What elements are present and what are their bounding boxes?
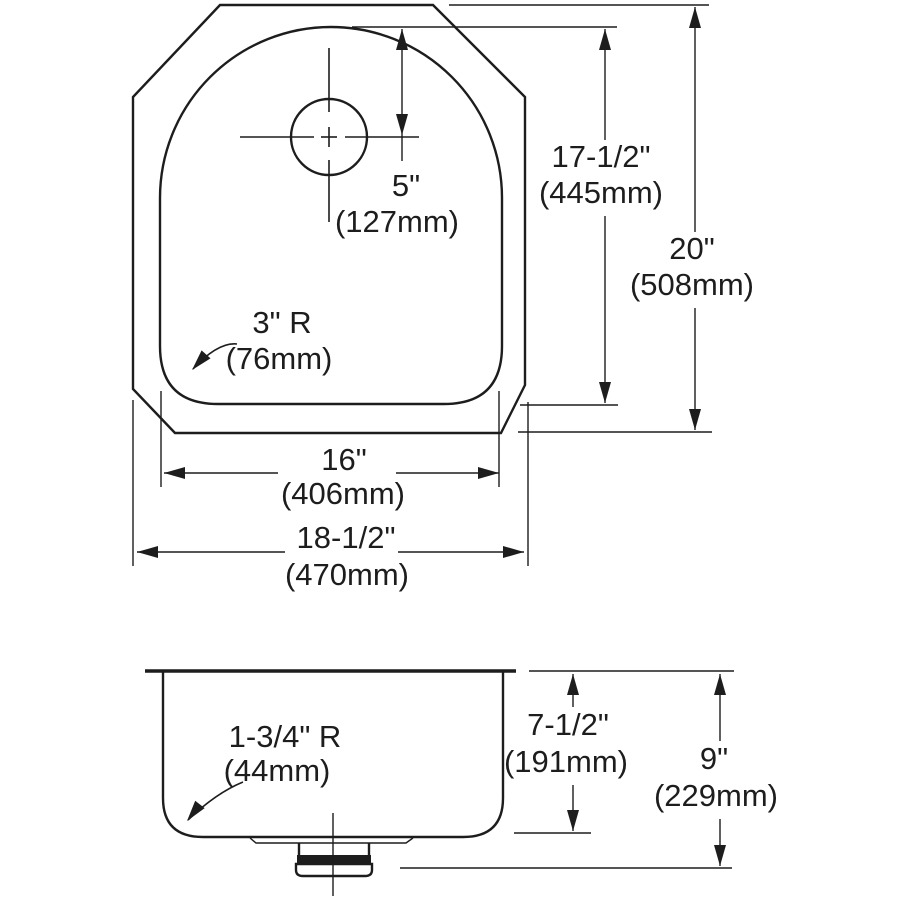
drain-assembly [249, 813, 414, 896]
label-backing [651, 741, 781, 819]
drain-locknut [297, 855, 371, 864]
dim-text-inches: 7-1/2" [527, 707, 609, 742]
dim-text-metric: (229mm) [654, 778, 778, 813]
label-backing [629, 232, 756, 308]
dim-text-metric: (191mm) [504, 744, 628, 779]
dim-bowl-depth: 7-1/2" (191mm) [504, 674, 631, 831]
callout-text-inches: 1-3/4" R [229, 719, 342, 754]
dim-text-metric: (406mm) [281, 476, 405, 511]
label-backing [538, 140, 664, 216]
dim-text-inches: 17-1/2" [552, 139, 651, 174]
arrowhead-down [599, 382, 611, 403]
arrowhead-up [567, 674, 579, 695]
arrowhead-left [164, 467, 185, 479]
callout-bottom-corner-radius: 1-3/4" R (44mm) [187, 719, 342, 821]
dim-text-inches: 5" [392, 168, 420, 203]
drain-flange [249, 837, 414, 844]
sink-rim-outline [131, 3, 527, 435]
arrowhead-down [567, 810, 579, 831]
callout-text-metric: (76mm) [226, 341, 333, 376]
bowl-outline [158, 25, 504, 406]
leader-arrowhead [187, 800, 205, 821]
dim-overall-depth: 9" (229mm) [651, 674, 781, 866]
top-view-plan: 5" (127mm) 3" R (76mm) 17-1/2" (445mm) 2… [131, 3, 756, 592]
arrowhead-left [137, 546, 158, 558]
section-view: 1-3/4" R (44mm) 7-1/2" (191mm) 9" (229mm… [145, 669, 781, 896]
arrowhead-down [689, 409, 701, 430]
bowl-section-outline [161, 671, 505, 839]
dim-text-metric: (508mm) [630, 267, 754, 302]
callout-text-inches: 3" R [252, 305, 311, 340]
arrowhead-up [714, 674, 726, 695]
arrowhead-down [396, 114, 408, 135]
dim-bowl-width: 16" (406mm) [164, 442, 499, 511]
arrowhead-right [503, 546, 524, 558]
dim-text-metric: (127mm) [335, 204, 459, 239]
arrowhead-down [714, 845, 726, 866]
dim-faucet-hole-offset: 5" (127mm) [335, 29, 459, 239]
arrowhead-right [478, 467, 499, 479]
callout-bowl-corner-radius: 3" R (76mm) [192, 305, 333, 376]
dim-text-inches: 16" [321, 442, 367, 477]
faucet-hole-centerlines [240, 48, 419, 222]
dim-text-metric: (470mm) [285, 557, 409, 592]
dim-overall-front-to-back: 20" (508mm) [629, 7, 756, 430]
arrowhead-up [396, 29, 408, 50]
dim-text-metric: (445mm) [539, 175, 663, 210]
arrowhead-up [689, 7, 701, 28]
dim-text-inches: 20" [669, 231, 715, 266]
drain-cup [297, 843, 371, 857]
dim-text-inches: 18-1/2" [297, 520, 396, 555]
dim-overall-width: 18-1/2" (470mm) [137, 520, 524, 592]
dim-text-inches: 9" [700, 741, 728, 776]
leader-arrowhead [192, 350, 211, 370]
callout-text-metric: (44mm) [224, 753, 331, 788]
arrowhead-up [599, 29, 611, 50]
drain-bottom-lip [294, 862, 374, 878]
dim-bowl-front-to-back: 17-1/2" (445mm) [538, 29, 664, 403]
label-backing [506, 707, 631, 785]
